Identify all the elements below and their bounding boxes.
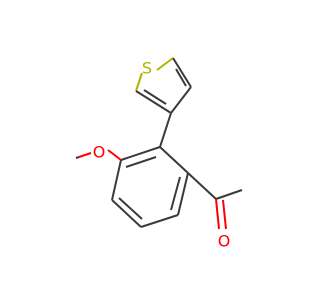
bond-aldehyde-c-h xyxy=(215,189,243,200)
bond-c2-c3-thiophene xyxy=(172,57,192,88)
bond-benzene-6 xyxy=(120,146,161,161)
bond-benzene-4 xyxy=(111,199,142,228)
bond-c4-c5-thiophene-double xyxy=(143,89,167,105)
bond-benzene-3 xyxy=(140,214,179,228)
bond-aldehyde-c-o-left xyxy=(215,198,220,230)
sulfur-atom-label: S xyxy=(142,59,152,78)
bond-methyl-end xyxy=(75,156,80,159)
methoxy-oxygen-label: O xyxy=(93,143,106,162)
bond-c3-c4-thiophene xyxy=(170,86,192,114)
bond-benzene-2 xyxy=(177,172,189,216)
bond-aldehyde-c-o-right xyxy=(222,199,227,230)
bond-ring-methoxy-o xyxy=(107,149,122,161)
bond-benzene-5 xyxy=(111,159,122,201)
bond-s-c2 xyxy=(156,57,174,71)
bond-benzene-2-double xyxy=(170,176,181,211)
carbonyl-oxygen-label: O xyxy=(218,232,231,251)
chemical-structure: S O O xyxy=(75,57,243,251)
bond-s-c5 xyxy=(135,72,143,92)
bond-benzene-4-double xyxy=(118,197,143,220)
bond-c4-c5-thiophene xyxy=(135,90,172,114)
bond-c2-c3-thiophene-double xyxy=(175,68,187,87)
bond-benzene-6-double xyxy=(125,156,157,168)
bond-thiophene-benzene xyxy=(159,112,172,148)
bond-ring-aldehyde-c xyxy=(187,172,217,200)
bond-methoxy-o-methyl xyxy=(78,152,92,158)
bond-benzene-1 xyxy=(159,146,189,174)
